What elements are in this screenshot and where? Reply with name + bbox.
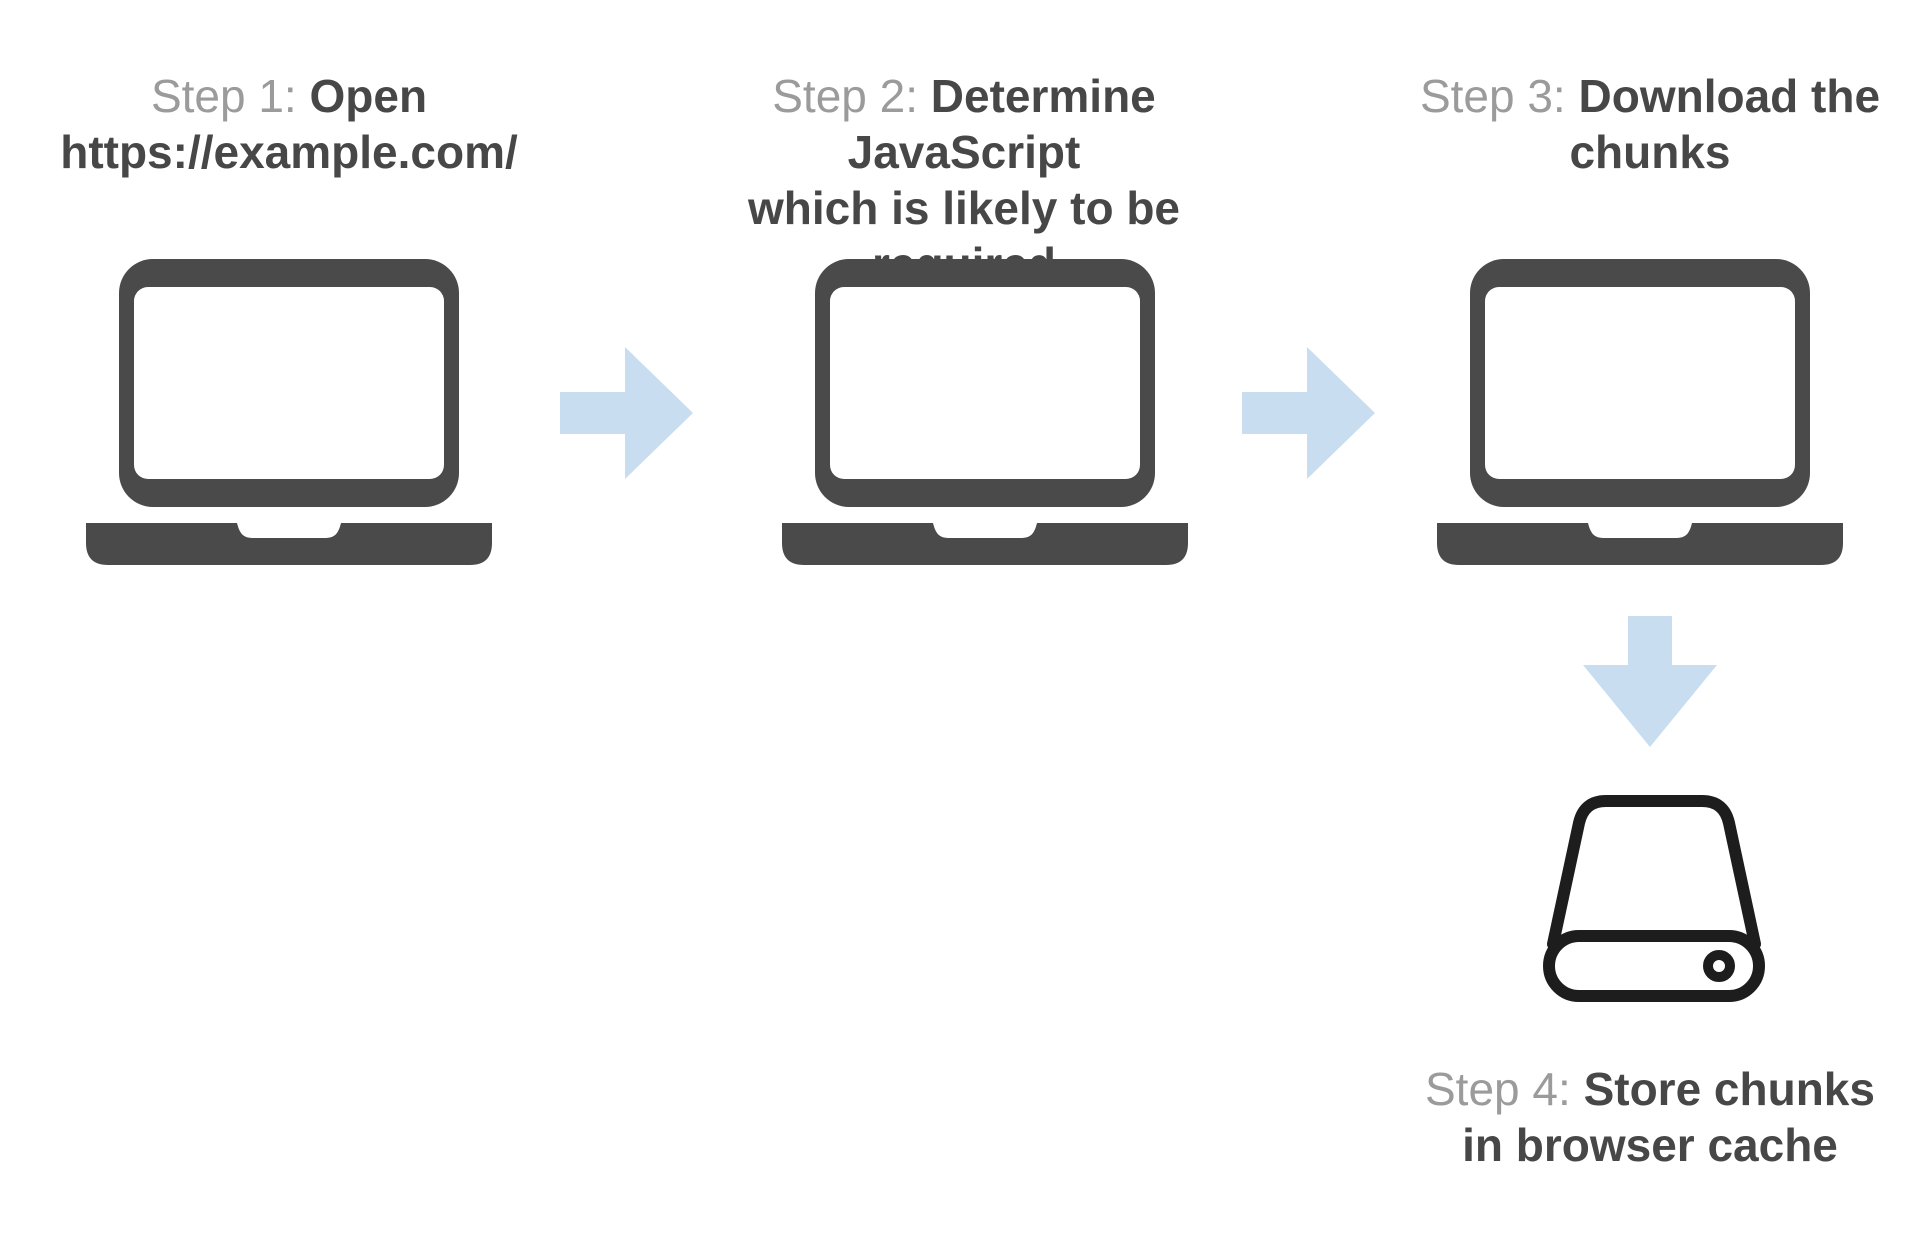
step-3-label: Step 3: Download the chunks — [1390, 68, 1910, 180]
step-2-title: Determine JavaScript — [847, 70, 1156, 178]
step-1-line-1: Step 1: Open — [19, 68, 559, 124]
step-4-label: Step 4: Store chunks in browser cache — [1390, 1061, 1910, 1173]
step-1-line-2: https://example.com/ — [60, 126, 518, 178]
step-3-prefix: Step 3: — [1419, 70, 1579, 122]
step-4-line-1: Step 4: Store chunks — [1390, 1061, 1910, 1117]
step-1-title: Open — [309, 70, 428, 122]
laptop-icon — [1437, 259, 1843, 565]
step-4-line-2: in browser cache — [1462, 1119, 1838, 1171]
laptop-icon — [782, 259, 1188, 565]
step-3-line-1: Step 3: Download the — [1390, 68, 1910, 124]
step-4-prefix: Step 4: — [1425, 1063, 1584, 1115]
step-4-title: Store chunks — [1583, 1063, 1875, 1115]
step-3-line-2: chunks — [1569, 126, 1731, 178]
laptop-icon — [86, 259, 492, 565]
step-1-label: Step 1: Open https://example.com/ — [19, 68, 559, 180]
step-3-title: Download the — [1578, 70, 1881, 122]
hard-drive-icon — [1543, 792, 1765, 1002]
step-1-prefix: Step 1: — [150, 70, 310, 122]
arrow-right-icon — [560, 347, 693, 479]
arrow-down-icon — [1583, 616, 1717, 747]
step-2-line-1: Step 2: Determine JavaScript — [684, 68, 1244, 180]
arrow-right-icon — [1242, 347, 1375, 479]
step-2-prefix: Step 2: — [772, 70, 931, 122]
